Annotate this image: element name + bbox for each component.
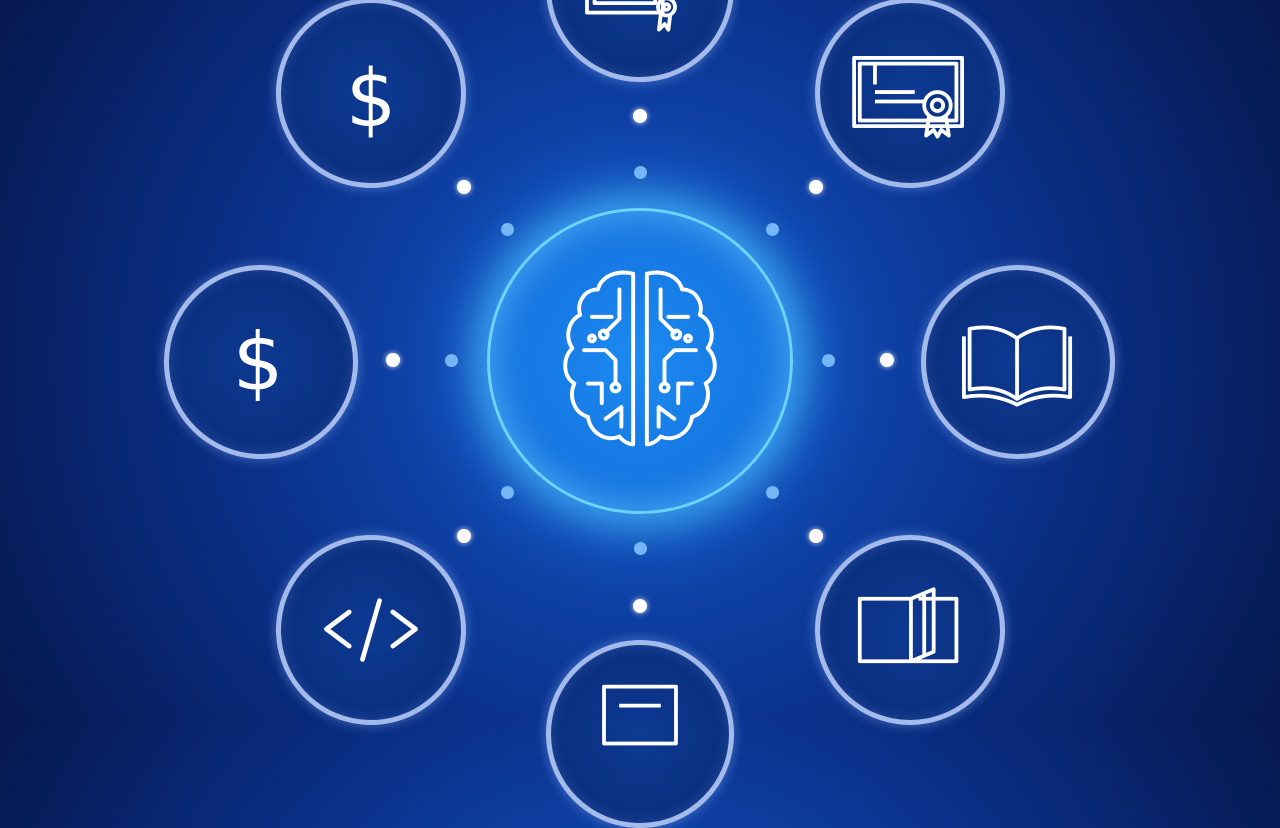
svg-text:$: $: [346, 52, 397, 145]
code-icon: [324, 598, 418, 662]
connector-dot: [634, 542, 647, 555]
ai-hub-illustration: $ $: [164, 0, 1115, 828]
svg-text:$: $: [233, 316, 284, 409]
connector-dot: [386, 353, 400, 367]
document-icon: [602, 684, 678, 746]
node-left: $: [164, 265, 358, 459]
dollar-icon: $: [346, 52, 397, 145]
connector-dot: [880, 353, 894, 367]
node-top-right: [815, 0, 1005, 188]
certificate-icon: [585, 0, 677, 32]
connector-dot: [445, 354, 458, 367]
center-node: [487, 208, 793, 514]
brain-circuit-icon: [563, 270, 717, 447]
connector-dot: [822, 354, 835, 367]
node-right: [921, 265, 1115, 459]
dollar-icon: $: [233, 316, 284, 409]
connector-dot: [457, 529, 471, 543]
certificate-icon: [852, 56, 964, 139]
connector-dot: [809, 180, 823, 194]
connector-dot: [766, 223, 779, 236]
connector-dot: [501, 486, 514, 499]
connector-dot: [766, 486, 779, 499]
open-book-icon: [857, 587, 959, 664]
node-top-left: $: [276, 0, 466, 188]
node-bottom: [546, 640, 734, 828]
connector-dot: [457, 180, 471, 194]
connector-dot: [633, 599, 647, 613]
node-top: [546, 0, 734, 82]
connector-dot: [634, 166, 647, 179]
connector-dot: [501, 223, 514, 236]
open-book-icon: [962, 325, 1073, 407]
connector-dot: [809, 529, 823, 543]
node-bottom-left: [276, 535, 466, 725]
node-bottom-right: [815, 535, 1005, 725]
connector-dot: [633, 109, 647, 123]
